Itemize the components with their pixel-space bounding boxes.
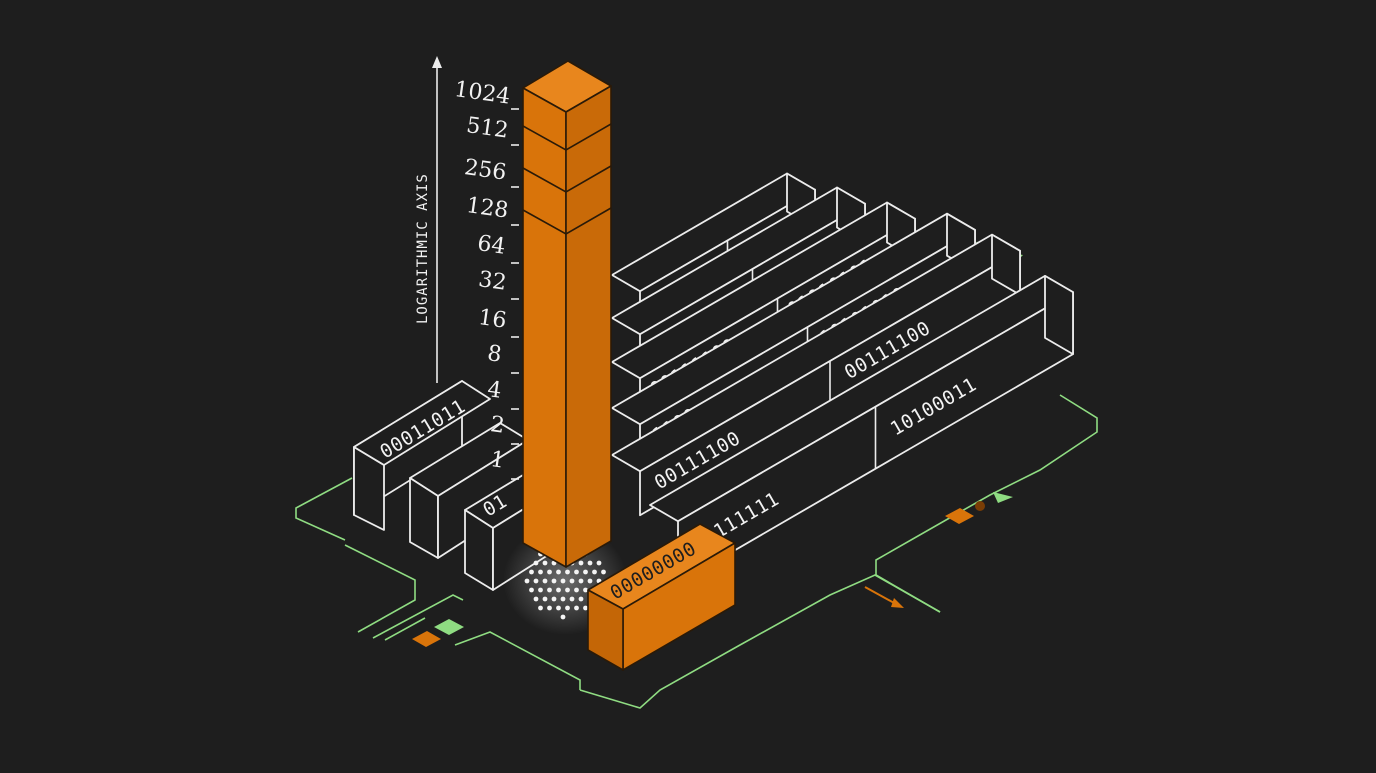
axis-tick-label: 16 — [477, 305, 508, 334]
particle-dot — [538, 587, 543, 593]
particle-dot — [533, 596, 539, 602]
bar-segment-line — [522, 123, 612, 151]
axis-tick-label: 8 — [486, 341, 503, 368]
particle-dot — [542, 596, 548, 602]
row-end-face — [1044, 274, 1074, 356]
wire-left-top — [295, 477, 353, 541]
particle-dot — [556, 605, 561, 611]
wire-bottom-right — [579, 574, 941, 709]
particle-dot — [578, 596, 584, 602]
particle-dot — [569, 578, 575, 584]
particle-dot — [538, 569, 543, 575]
particle-dot — [556, 569, 561, 575]
particle-dot — [578, 560, 584, 566]
particle-dot — [556, 587, 561, 593]
axis-tick-label: 128 — [465, 193, 510, 224]
axis-arrowhead — [432, 56, 442, 68]
particle-dot — [574, 569, 579, 575]
particle-dot — [547, 605, 552, 611]
particle-dot — [560, 578, 566, 584]
marker-green-square — [434, 619, 464, 635]
bar-segment-line — [522, 165, 612, 193]
left-block-word: 00011011 — [353, 380, 491, 531]
wire-left-link — [384, 617, 426, 641]
marker-orange-line — [864, 586, 897, 605]
axis-tick-label: 1024 — [453, 77, 512, 110]
particle-dot — [592, 569, 597, 575]
particle-dot — [529, 587, 534, 593]
axis-title: LOGARITHMIC AXIS — [415, 173, 431, 324]
tall-orange-bar — [522, 60, 612, 568]
particle-dot — [565, 569, 570, 575]
particle-dot — [542, 560, 548, 566]
wire-left-low — [372, 594, 464, 639]
particle-dot — [533, 560, 539, 566]
axis-tick-label: 64 — [476, 231, 507, 260]
marker-orange-square-3 — [945, 508, 974, 524]
data-rows: 1111001001011010010101010011110001010101… — [611, 172, 1074, 585]
particle-dot — [574, 587, 579, 593]
particle-dot — [574, 605, 579, 611]
axis-tick-label: 4 — [486, 377, 503, 404]
particle-dot — [569, 596, 575, 602]
marker-green-arrow-3 — [993, 492, 1013, 503]
particle-dot — [551, 596, 557, 602]
particle-dot — [578, 578, 584, 584]
particle-dot — [542, 578, 548, 584]
bar-segment-line — [522, 207, 612, 235]
particle-dot — [565, 605, 570, 611]
marker-orange-arrowhead — [891, 598, 904, 608]
particle-dot — [547, 587, 552, 593]
axis-tick-label: 512 — [465, 113, 510, 144]
particle-dot — [560, 614, 566, 620]
axis-tick-label: 256 — [463, 155, 508, 186]
particle-dot — [583, 587, 588, 593]
particle-dot — [565, 587, 570, 593]
highlight-block: 00000000 — [587, 523, 736, 671]
bar-left-face — [522, 87, 567, 568]
wire-bottom-left — [454, 631, 581, 690]
particle-dot — [529, 569, 534, 575]
wire-right-low — [875, 394, 1098, 613]
highlight-block-side — [587, 589, 624, 671]
particle-dot — [533, 578, 539, 584]
bar-right-face — [565, 85, 612, 568]
particle-dot — [583, 569, 588, 575]
particle-dot — [547, 569, 552, 575]
particle-dot — [596, 560, 602, 566]
particle-dot — [583, 605, 588, 611]
particle-dot — [560, 596, 566, 602]
particle-dot — [587, 560, 593, 566]
axis-tick-label: 32 — [477, 267, 508, 296]
particle-dot — [587, 578, 593, 584]
particle-dot — [551, 578, 557, 584]
particle-dot — [524, 578, 530, 584]
marker-orange-square-4 — [412, 631, 441, 647]
particle-dot — [601, 569, 606, 575]
particle-dot — [538, 605, 543, 611]
wire-left-mid — [344, 544, 416, 633]
marker-orange-dot — [975, 501, 985, 511]
axis-tick-label: 2 — [489, 412, 506, 439]
axis-tick-label: 1 — [489, 447, 506, 474]
